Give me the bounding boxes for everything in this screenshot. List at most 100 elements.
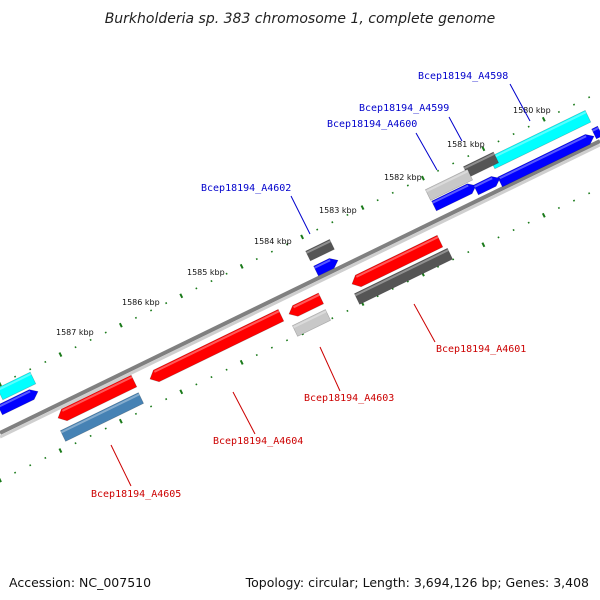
inner-minor-tick (165, 398, 168, 401)
gene-features (0, 109, 600, 442)
inner-minor-tick (452, 258, 455, 261)
inner-major-tick (541, 212, 546, 218)
inner-minor-tick (270, 346, 273, 349)
gray-gene (292, 309, 331, 337)
outer-major-tick (541, 116, 546, 122)
outer-major-tick (421, 175, 425, 181)
forward-gene-highlight (355, 236, 439, 278)
outer-major-tick (300, 234, 305, 240)
label-leader-line (232, 391, 256, 435)
inner-minor-tick (44, 456, 47, 460)
inner-minor-tick (437, 265, 440, 268)
outer-minor-tick (29, 368, 32, 371)
inner-minor-tick (346, 309, 349, 312)
label-leader-line (290, 195, 311, 235)
outer-minor-tick (557, 110, 560, 114)
gene-label[interactable]: Bcep18194_A4604 (213, 436, 303, 447)
inner-minor-tick (588, 192, 591, 195)
outer-minor-tick (44, 360, 47, 364)
backbone-line (0, 139, 600, 435)
outer-minor-tick (376, 199, 379, 202)
inner-major-tick (179, 389, 184, 395)
forward-gene-highlight (61, 376, 133, 412)
gray-gene (354, 247, 453, 305)
label-leader-lines (110, 83, 531, 487)
gray-gene (424, 168, 474, 201)
outer-minor-tick (406, 184, 409, 187)
gene-label[interactable]: Bcep18194_A4602 (201, 183, 291, 194)
reverse-gene-highlight (498, 135, 587, 180)
forward-gene (288, 292, 324, 317)
gene-label[interactable]: Bcep18194_A4600 (327, 119, 417, 130)
outer-minor-tick (452, 162, 455, 165)
label-leader-line (509, 83, 531, 122)
steel-gene (60, 392, 144, 442)
kbp-tick-label: 1583 kbp (319, 206, 357, 215)
outer-major-tick (0, 381, 2, 387)
outer-minor-tick (149, 309, 153, 312)
inner-minor-tick (104, 427, 107, 430)
inner-major-tick (239, 359, 244, 365)
gene-label[interactable]: Bcep18194_A4599 (359, 103, 449, 114)
inner-minor-tick (527, 221, 530, 224)
outer-major-tick (58, 352, 63, 358)
reverse-gene (0, 389, 39, 416)
gene-label[interactable]: Bcep18194_A4605 (91, 489, 181, 500)
kbp-tick-label: 1580 kbp (513, 106, 551, 115)
gray-gene-highlight (292, 310, 327, 329)
forward-gene (149, 308, 285, 383)
gray-gene-highlight (463, 152, 495, 170)
kbp-tick-label: 1587 kbp (56, 328, 94, 337)
inner-minor-tick (210, 376, 213, 379)
forward-gene-highlight (153, 310, 280, 373)
cyan-gene-highlight (489, 111, 587, 160)
outer-minor-tick (270, 250, 273, 253)
inner-minor-tick (14, 471, 17, 474)
outer-minor-tick (210, 280, 213, 283)
inner-minor-tick (255, 353, 258, 357)
outer-minor-tick (195, 287, 198, 290)
reverse-gene (497, 134, 595, 188)
reverse-gene (473, 176, 501, 196)
label-leader-line (448, 116, 463, 142)
gene-labels: Bcep18194_A4598Bcep18194_A4599Bcep18194_… (91, 71, 526, 500)
inner-minor-tick (467, 251, 470, 254)
inner-minor-tick (74, 442, 77, 445)
kbp-tick-label: 1585 kbp (187, 268, 225, 277)
inner-major-tick (58, 448, 63, 454)
outer-minor-tick (512, 132, 515, 136)
inner-minor-tick (29, 464, 32, 467)
inner-minor-tick (391, 287, 394, 290)
outer-minor-tick (467, 155, 470, 158)
inner-minor-tick (497, 236, 500, 239)
outer-minor-tick (165, 302, 168, 305)
outer-minor-tick (89, 338, 92, 341)
forward-gene-highlight (293, 293, 320, 309)
reverse-gene (431, 183, 477, 212)
outer-minor-tick (316, 228, 319, 231)
gene-label[interactable]: Bcep18194_A4598 (418, 71, 508, 82)
steel-gene-highlight (60, 393, 140, 434)
gene-label[interactable]: Bcep18194_A4601 (436, 344, 526, 355)
reverse-gene-highlight (314, 259, 331, 269)
kbp-tick-label: 1581 kbp (447, 140, 485, 149)
kbp-tick-label: 1582 kbp (384, 173, 422, 182)
map-title: Burkholderia sp. 383 chromosome 1, compl… (105, 11, 496, 27)
outer-minor-tick (104, 331, 107, 334)
outer-major-tick (481, 146, 486, 152)
outer-minor-tick (346, 213, 349, 216)
inner-major-tick (0, 477, 2, 483)
accession-text: Accession: NC_007510 (9, 575, 152, 590)
outer-major-tick (239, 263, 244, 269)
gray-gene-highlight (306, 240, 331, 254)
gene-label[interactable]: Bcep18194_A4603 (304, 393, 394, 404)
inner-minor-tick (149, 405, 153, 408)
outer-minor-tick (74, 346, 77, 349)
inner-minor-tick (557, 206, 560, 210)
backbone-shadow (0, 143, 600, 439)
outer-minor-tick (255, 257, 258, 261)
cyan-gene-highlight (0, 373, 32, 391)
reverse-gene-highlight (474, 177, 493, 188)
inner-minor-tick (134, 412, 138, 415)
